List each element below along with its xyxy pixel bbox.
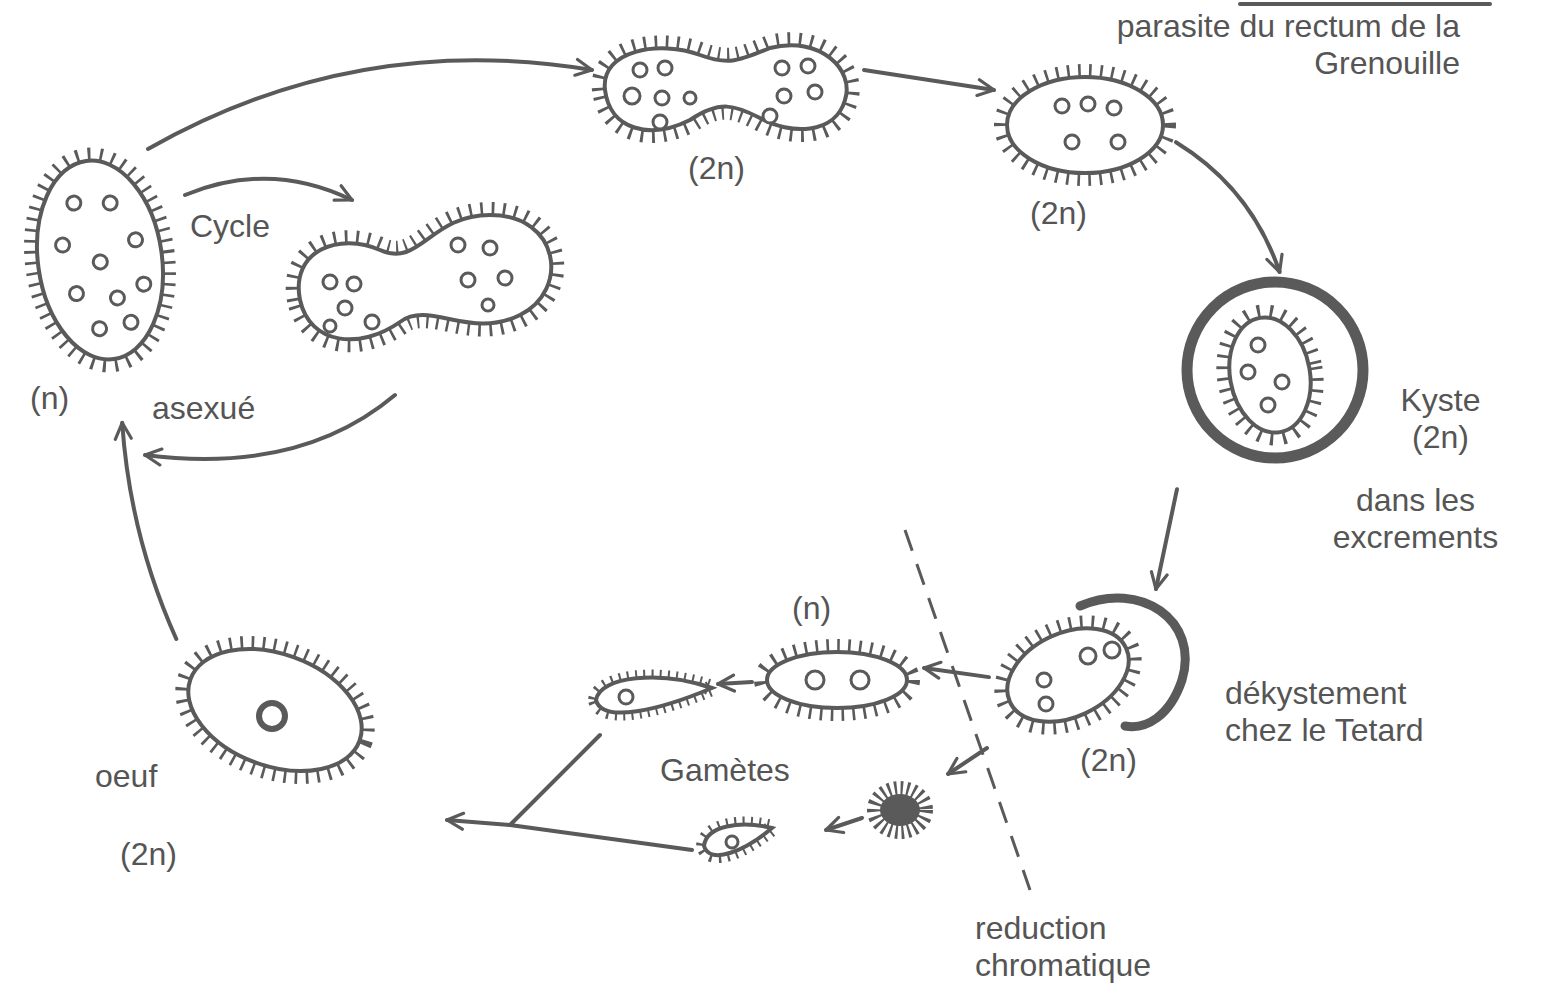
cyst — [1187, 282, 1363, 458]
dividing-cell — [605, 45, 847, 130]
stage-label: dans les excrements — [1318, 482, 1513, 556]
cycle-arrow — [1176, 142, 1280, 272]
gamete — [596, 678, 712, 713]
annotation: Cycle — [190, 208, 270, 245]
stage-label: (2n) — [1080, 742, 1137, 779]
cell-stage: oeuf (2n) — [89, 639, 380, 879]
cell-stage: (2n) — [592, 29, 864, 193]
spiky-cell — [880, 794, 920, 826]
annotation: Gamètes — [660, 752, 790, 789]
cycle-arrow — [148, 60, 592, 149]
haploid-cell — [767, 652, 907, 708]
cell-stage: (2n) dékystement chez le Tetard — [989, 589, 1466, 785]
stage-label: (2n) — [688, 150, 745, 187]
cycle-arrow — [185, 179, 352, 200]
cell-stage: (n) — [19, 149, 191, 423]
cycle-arrow — [864, 70, 994, 90]
excysting-cell — [992, 598, 1185, 740]
cell-stage: (n) — [752, 584, 924, 724]
fusion-line — [510, 825, 692, 850]
arrow — [826, 818, 862, 830]
reduction-line — [905, 530, 1030, 890]
opaline-cell — [1007, 77, 1163, 173]
diagram-title: parasite du rectum de la Grenouille — [1040, 8, 1460, 82]
stage-label: oeuf — [95, 758, 157, 795]
egg-cell — [171, 627, 378, 794]
annotation: asexué — [152, 390, 255, 427]
opaline-cell — [25, 152, 176, 367]
cycle-arrow — [924, 668, 989, 677]
cycle-arrow — [122, 423, 176, 639]
arrow — [447, 820, 510, 825]
cycle-arrow — [1156, 489, 1177, 589]
stage-label: dékystement chez le Tetard — [1225, 675, 1460, 749]
cell-stage: Kyste (2n) dans les excrements — [1177, 272, 1519, 562]
stage-label: (n) — [30, 380, 69, 417]
arrow — [718, 682, 752, 684]
annotation: reduction chromatique — [975, 910, 1185, 984]
dividing-cell — [299, 215, 552, 339]
stage-label: (n) — [792, 590, 831, 627]
stage-label: Kyste (2n) — [1378, 382, 1503, 456]
stage-label: (2n) — [1030, 195, 1087, 232]
stage-label: (2n) — [120, 836, 177, 873]
gamete — [704, 825, 772, 856]
fusion-line — [510, 735, 600, 825]
cell-stage: (2n) — [994, 64, 1176, 238]
underline — [1240, 2, 1490, 6]
